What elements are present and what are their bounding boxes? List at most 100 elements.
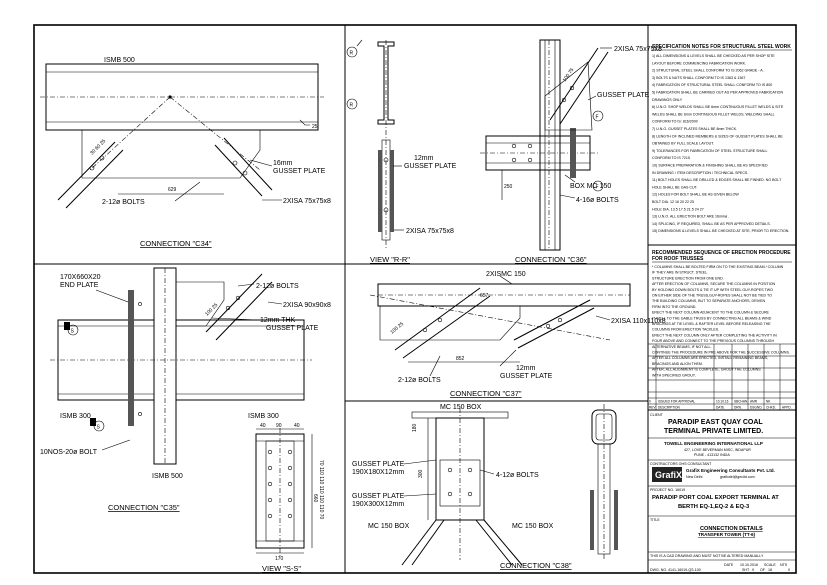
c34-gusset-label-2: GUSSET PLATE: [273, 168, 326, 175]
erection-note-line: AFTER ALL COLUMNS ARE ERECTED, INSTALL R…: [652, 356, 768, 360]
erection-note-line: FOUR ABOVE AND CONNECT TO THE PREVIOUS C…: [652, 339, 774, 343]
erection-note-line: COLUMNS FROM ERECTION TACKLES.: [652, 328, 719, 332]
c38-gusset2-2: 190X300X12mm: [352, 501, 404, 508]
c36-marker-top: F: [596, 115, 599, 121]
erection-note-line: FIRM INTO THE GROUND.: [652, 305, 696, 309]
erection-note-line: ALTERNATIVE BEAMS, IF NOT ALL.: [652, 345, 712, 349]
c34-dim-25: 25: [312, 124, 318, 130]
spec-note-line: 8) LENGTH OF INCLINED MEMBERS & SIZES OF…: [652, 134, 783, 138]
view-s-s: 40 90 40 170 660 70 110 110 110 110 110 …: [255, 423, 324, 573]
of-no: 18: [768, 568, 772, 572]
c38-gusset1-2: 190X180X12mm: [352, 469, 404, 476]
c38-gusset2-1: GUSSET PLATE: [352, 493, 405, 500]
c35-gusset-1: 12mm THK: [260, 317, 296, 324]
title-label: TITLE: [650, 518, 660, 522]
rev-head-cell: DATE: [716, 406, 724, 410]
rev-head-cell: DRN.: [734, 406, 742, 410]
erect-title-1: RECOMMENDED SEQUENCE OF ERECTION PROCEDU…: [652, 250, 791, 256]
c35-bolts: 2-12ø BOLTS: [256, 283, 299, 290]
spec-note-line: 14) SPLICING, IF REQUIRED, SHALL BE AS P…: [652, 222, 771, 226]
vrr-caption: VIEW "R-R": [370, 255, 410, 264]
c35-marker-top: S: [71, 329, 75, 335]
vrr-marker-bottom: R: [350, 103, 354, 109]
spec-note-line: CONFORM TO IS: 816/2000: [652, 120, 698, 124]
svg-text:657: 657: [480, 293, 489, 299]
consultant-label: CONTRACTORS OHS CONSULTANT: [650, 462, 712, 466]
c34-dim: 629: [168, 187, 177, 193]
spec-note-line: 15) DIMENSIONS & LEVELS SHALL BE CHECKED…: [652, 229, 789, 233]
spec-note-line: 12) HOLES FOR BOLT SHALL BE AS GIVEN BEL…: [652, 193, 739, 197]
date-label: DATE: [724, 563, 734, 567]
vrr-angle: 2XISA 75x75x8: [406, 228, 454, 235]
project-line-2: BERTH EQ-1,EQ-2 & EQ-3: [678, 504, 750, 510]
erection-note-line: IT WELL TO THE GABLE TRUSS BY CONNECTING…: [652, 316, 772, 320]
c36-dim: 250: [504, 184, 513, 190]
spec-note-line: DRAWINGS ONLY: [652, 98, 683, 102]
sht-no: 9: [752, 568, 754, 572]
c35-marker-bottom: S: [97, 425, 101, 431]
erection-note-line: BRACINGS AT TIE LEVEL & RAFTER LEVEL BEF…: [652, 322, 771, 326]
c37-angle: 2XISA 110x110x8: [611, 318, 666, 325]
c36-box: BOX MC 150: [570, 183, 611, 190]
sht-label: SHT: [742, 568, 750, 572]
date-value: 10.10.2016: [740, 563, 758, 567]
c36-gusset: GUSSET PLATE: [597, 92, 650, 99]
c37-rafter: 2XISMC 150: [486, 271, 526, 278]
spec-note-line: WELDS SHALL BE 6mm CONTINUOUS FILLET WEL…: [652, 112, 775, 116]
vrr-gusset-1: 12mm: [414, 155, 434, 162]
c38-bolts: 4-12ø BOLTS: [496, 472, 539, 479]
c37-dim: 852: [456, 356, 465, 362]
c37-bolts: 2-12ø BOLTS: [398, 377, 441, 384]
spec-note-line: 7) U.N.O. GUSSET PLATES SHALL BE 8mm THI…: [652, 127, 737, 131]
grafix-logo: [652, 467, 682, 482]
rev-head-cell: REV: [649, 406, 656, 410]
spec-title: SPECIFICATION NOTES FOR STRUCTURAL STEEL…: [652, 44, 791, 50]
specification-notes: SPECIFICATION NOTES FOR STRUCTURAL STEEL…: [652, 44, 792, 233]
c34-angle-label: 2XISA 75x75x8: [283, 198, 331, 205]
rev-row-cell: SBCHAN: [734, 400, 748, 404]
rev-row-cell: AMR: [750, 400, 758, 404]
c35-gusset-2: GUSSET PLATE: [266, 325, 319, 332]
c35-col: ISMB 500: [152, 473, 183, 480]
connection-c35: 100 25 170X660X20 END PLATE S S 2-12ø BO…: [40, 267, 331, 512]
c35-endplate-1: 170X660X20: [60, 274, 101, 281]
vrr-gusset-2: GUSSET PLATE: [404, 163, 457, 170]
title-main: CONNECTION DETAILS: [700, 526, 763, 532]
consultant-city: New Delhi: [686, 475, 703, 479]
svg-text:70 110 110 110 110 110 70: 70 110 110 110 110 110 70: [318, 460, 324, 520]
rev-row-cell: ISSUED FOR APPROVAL: [658, 400, 695, 404]
spec-note-line: 6) U.N.O. SHOP WELDS SHALL BE 6mm CONTIN…: [652, 105, 784, 109]
contractor: TOWELL ENGINEERING INTERNATIONAL LLP: [664, 441, 763, 446]
rev-no: 0: [788, 568, 790, 572]
rev-head-cell: DESCRIPTION: [658, 406, 680, 410]
c35-endplate-2: END PLATE: [60, 282, 99, 289]
spec-note-line: 2) STRUCTURAL STEEL SHALL CONFORM TO IS …: [652, 69, 764, 73]
c38-box-top: MC 150 BOX: [440, 404, 482, 411]
c34-bolts-label: 2-12ø BOLTS: [102, 199, 145, 206]
erection-note-line: * COLUMNS SHALL BE BOLTED FIRM ON TO THE…: [652, 265, 784, 269]
vss-dim-side: 660: [312, 494, 318, 503]
logo-text: GrafiX: [655, 470, 682, 480]
erection-note-line: STRUCTURE ERECTION FROM ONE END.: [652, 276, 724, 280]
erection-note-line: WITH SPECIFIED GROUT.: [652, 373, 696, 377]
client-line-2: TERMINAL PRIVATE LIMITED.: [664, 428, 763, 435]
c38-dim-180: 180: [412, 423, 418, 432]
contractor-addr-2: PUNE - 413132 INDIA: [694, 453, 730, 457]
spec-note-line: 9) TOLERANCES FOR FABRICATION OF STEEL S…: [652, 149, 768, 153]
spec-note-line: 13) U.N.O. ALL ERECTION BOLT ARE 16mmø .: [652, 215, 729, 219]
spec-note-line: IN DRAWING / ITEM DESCRIPTION / TECHNICA…: [652, 171, 748, 175]
erection-note-line: THE BUILDING COLUMNS, BUT TO SEPARATE AN…: [652, 299, 765, 303]
c36-bolts: 4-16ø BOLTS: [576, 197, 619, 204]
c35-angle: 2XISA 90x90x8: [283, 302, 331, 309]
erection-note-line: BRACINGS AND ALIGN THEM.: [652, 362, 703, 366]
view-r-r: R R 12mm GUSSET PLATE 2XISA 75x75x8 VIEW…: [346, 39, 457, 264]
erection-note-line: ERECT THE NEXT COLUMN ONLY AFTER COMPLET…: [652, 333, 777, 337]
c37-gusset-2: GUSSET PLATE: [500, 373, 553, 380]
rev-head-cell: DSGND.: [750, 406, 763, 410]
spec-note-line: 5) FABRICATION SHALL BE CARRIED OUT AS P…: [652, 91, 783, 95]
erection-note-line: BY HOLDING DOWN BOLTS & TIE IT UP WITH S…: [652, 288, 773, 292]
svg-text:30 60 25: 30 60 25: [89, 138, 107, 156]
of-label: OF: [760, 568, 766, 572]
